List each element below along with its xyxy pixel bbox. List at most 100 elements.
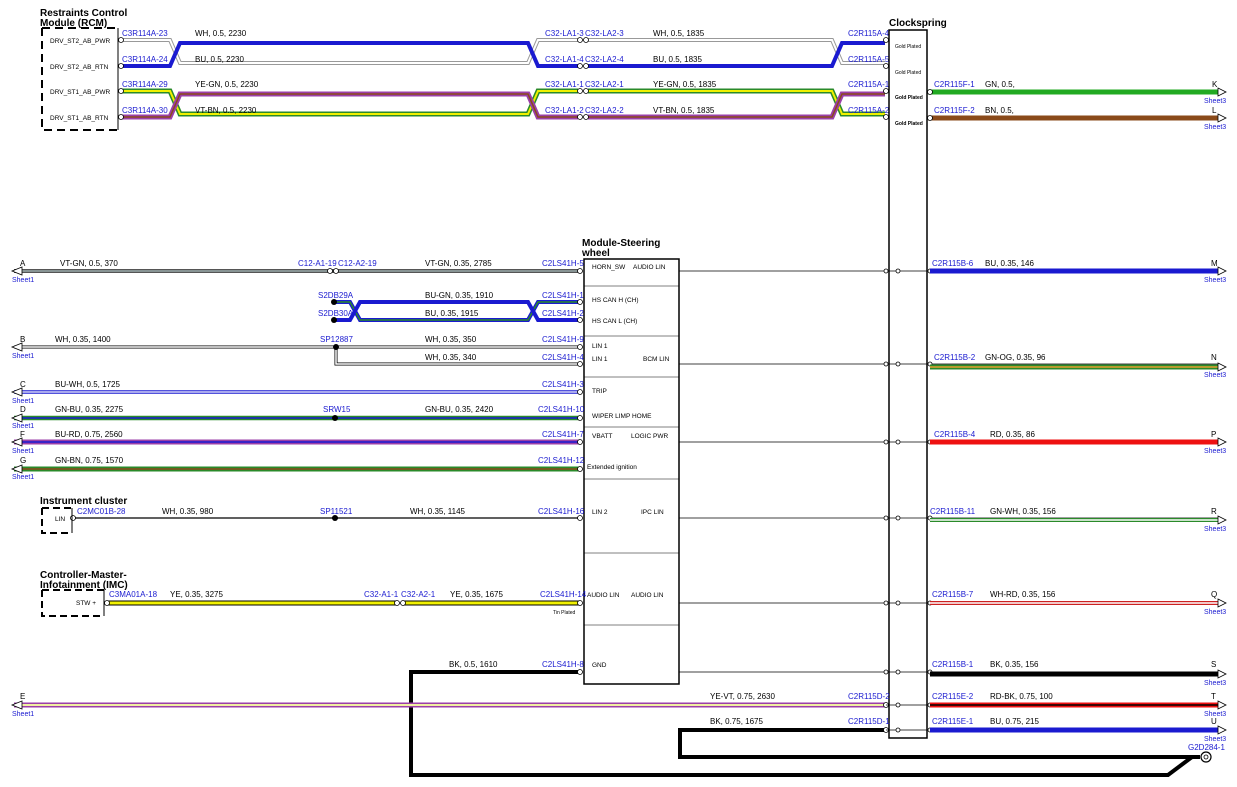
rconn-t: C2R115E-2 bbox=[932, 692, 974, 701]
rcm-wire1-b: WH, 0.5, 1835 bbox=[653, 29, 705, 38]
clockspring-title: Clockspring bbox=[889, 18, 947, 29]
end-a: C2LS41H-5 bbox=[542, 259, 584, 268]
splice-s2db29a: S2DB29A bbox=[318, 291, 354, 300]
end-d: C2LS41H-10 bbox=[538, 405, 585, 414]
rcm-wire4-a: VT-BN, 0.5, 2230 bbox=[195, 106, 257, 115]
imc-title-2: Infotainment (IMC) bbox=[40, 580, 128, 591]
sw-lpin-3: HS CAN L (CH) bbox=[592, 318, 637, 325]
sw-rpin-4: IPC LIN bbox=[641, 509, 664, 516]
end-b: C2LS41H-9 bbox=[542, 335, 584, 344]
sw-rpin-1: AUDIO LIN bbox=[633, 264, 666, 271]
rcm-pin-2: DRV_ST2_AB_RTN bbox=[50, 64, 109, 71]
rletter-u: U bbox=[1211, 717, 1217, 726]
cs-out-letter-1: K bbox=[1212, 80, 1218, 89]
rsheet-s: Sheet3 bbox=[1204, 680, 1226, 687]
sw-lpin-2: HS CAN H (CH) bbox=[592, 297, 639, 304]
gold-plated-2: Gold Plated bbox=[895, 70, 921, 76]
imc-start: C3MA01A-18 bbox=[109, 590, 158, 599]
rcm-start-1: C3R114A-23 bbox=[122, 29, 168, 38]
rwire-m: BU, 0.35, 146 bbox=[985, 259, 1034, 268]
rsheet-t: Sheet3 bbox=[1204, 711, 1226, 718]
left-wire-labels: A Sheet1 VT-GN, 0.5, 370 C12-A1-19 C12-A… bbox=[12, 259, 585, 481]
gold-plated-4: Gold Plated bbox=[895, 121, 923, 127]
ipc-component: Instrument cluster LIN C2MC01B-28 WH, 0.… bbox=[40, 496, 585, 534]
imc-conn-2: C32-A2-1 bbox=[401, 590, 436, 599]
imc-wire-1: YE, 0.35, 3275 bbox=[170, 590, 223, 599]
sw-rpin-2: BCM LIN bbox=[643, 356, 670, 363]
rcm-title-2: Module (RCM) bbox=[40, 18, 107, 29]
sw-lpin-1: HORN_SW bbox=[592, 264, 626, 271]
left-wires bbox=[14, 269, 1200, 777]
rletter-s: S bbox=[1211, 660, 1216, 669]
rletter-t: T bbox=[1211, 692, 1216, 701]
cs-out-wire-2: BN, 0.5, bbox=[985, 106, 1014, 115]
sw-rpin-3: LOGIC PWR bbox=[631, 433, 669, 440]
sw-title-1: Module-Steering bbox=[582, 238, 660, 249]
cs-out-sheet-2: Sheet3 bbox=[1204, 124, 1226, 131]
wire-b-1: WH, 0.35, 1400 bbox=[55, 335, 111, 344]
cs-out-conn-1: C2R115F-1 bbox=[934, 80, 975, 89]
sheet-g: Sheet1 bbox=[12, 474, 34, 481]
cs-out-letter-2: L bbox=[1212, 106, 1217, 115]
rcm-mid-l-1: C32-LA1-3 bbox=[545, 29, 584, 38]
gold-plated-3: Gold Plated bbox=[895, 95, 923, 101]
rcm-end-2: C2R115A-5 bbox=[848, 55, 890, 64]
rletter-q: Q bbox=[1211, 590, 1217, 599]
rconn-n: C2R115B-2 bbox=[934, 353, 976, 362]
right-wires bbox=[930, 268, 1218, 733]
rsheet-m: Sheet3 bbox=[1204, 277, 1226, 284]
wire-g-1: GN-BN, 0.75, 1570 bbox=[55, 456, 124, 465]
left-arrows bbox=[10, 266, 23, 710]
sw-lpin-5: LIN 1 bbox=[592, 356, 608, 363]
ipc-end: C2LS41H-16 bbox=[538, 507, 585, 516]
rcm-start-3: C3R114A-29 bbox=[122, 80, 168, 89]
wire-a-2: VT-GN, 0.35, 2785 bbox=[425, 259, 492, 268]
rcm-mid-r-3: C32-LA2-1 bbox=[585, 80, 624, 89]
rcm-start-2: C3R114A-24 bbox=[122, 55, 168, 64]
imc-wire-2: YE, 0.35, 1675 bbox=[450, 590, 503, 599]
letter-c: C bbox=[20, 380, 26, 389]
rwire-s: BK, 0.35, 156 bbox=[990, 660, 1039, 669]
wire-b-2: WH, 0.35, 350 bbox=[425, 335, 477, 344]
ipc-title: Instrument cluster bbox=[40, 496, 127, 507]
rcm-end-4: C2R115A-2 bbox=[848, 106, 890, 115]
rsheet-r: Sheet3 bbox=[1204, 526, 1226, 533]
wire-f-1: BU-RD, 0.75, 2560 bbox=[55, 430, 123, 439]
wire-b-3: WH, 0.35, 340 bbox=[425, 353, 477, 362]
rconn-r: C2R115B-11 bbox=[930, 507, 976, 516]
sw-lpin-8: VBATT bbox=[592, 433, 612, 440]
conn-a-1: C12-A1-19 bbox=[298, 259, 337, 268]
imc-title-1: Controller-Master- bbox=[40, 570, 127, 581]
ground-symbol bbox=[1200, 751, 1212, 763]
conn-bk: C2R115D-1 bbox=[848, 717, 890, 726]
imc-end: C2LS41H-14 bbox=[540, 590, 587, 599]
conn-a-2: C12-A2-19 bbox=[338, 259, 377, 268]
sw-rpin-5: AUDIO LIN bbox=[631, 592, 664, 599]
rcm-title-1: Restraints Control bbox=[40, 8, 127, 19]
clockspring-top-outputs: C2R115F-1 GN, 0.5, K Sheet3 C2R115F-2 BN… bbox=[927, 80, 1227, 131]
sheet-e: Sheet1 bbox=[12, 711, 34, 718]
rcm-component: Restraints Control Module (RCM) DRV_ST2_… bbox=[40, 8, 127, 131]
gnd-end: C2LS41H-8 bbox=[542, 660, 584, 669]
rcm-mid-r-4: C32-LA2-2 bbox=[585, 106, 624, 115]
cs-out-wire-1: GN, 0.5, bbox=[985, 80, 1015, 89]
splice-sp11521: SP11521 bbox=[320, 507, 353, 516]
end-c: C2LS41H-3 bbox=[542, 380, 584, 389]
rcm-wire2-a: BU, 0.5, 2230 bbox=[195, 55, 244, 64]
ground-label: G2D284-1 bbox=[1188, 743, 1225, 752]
rcm-wire3-a: YE-GN, 0.5, 2230 bbox=[195, 80, 259, 89]
rcm-wire1-a: WH, 0.5, 2230 bbox=[195, 29, 247, 38]
ipc-pin-lin: LIN bbox=[55, 516, 65, 523]
rletter-m: M bbox=[1211, 259, 1218, 268]
imc-component: Controller-Master- Infotainment (IMC) ST… bbox=[40, 570, 587, 617]
wire-bk-1675: BK, 0.75, 1675 bbox=[710, 717, 763, 726]
wire-d-2: GN-BU, 0.35, 2420 bbox=[425, 405, 494, 414]
rcm-end-1: C2R115A-4 bbox=[848, 29, 890, 38]
letter-b: B bbox=[20, 335, 25, 344]
letter-g: G bbox=[20, 456, 26, 465]
imc-conn-1: C32-A1-1 bbox=[364, 590, 399, 599]
rcm-wire3-b: YE-GN, 0.5, 1835 bbox=[653, 80, 717, 89]
ipc-start: C2MC01B-28 bbox=[77, 507, 126, 516]
rcm-connector-circles bbox=[118, 37, 889, 120]
